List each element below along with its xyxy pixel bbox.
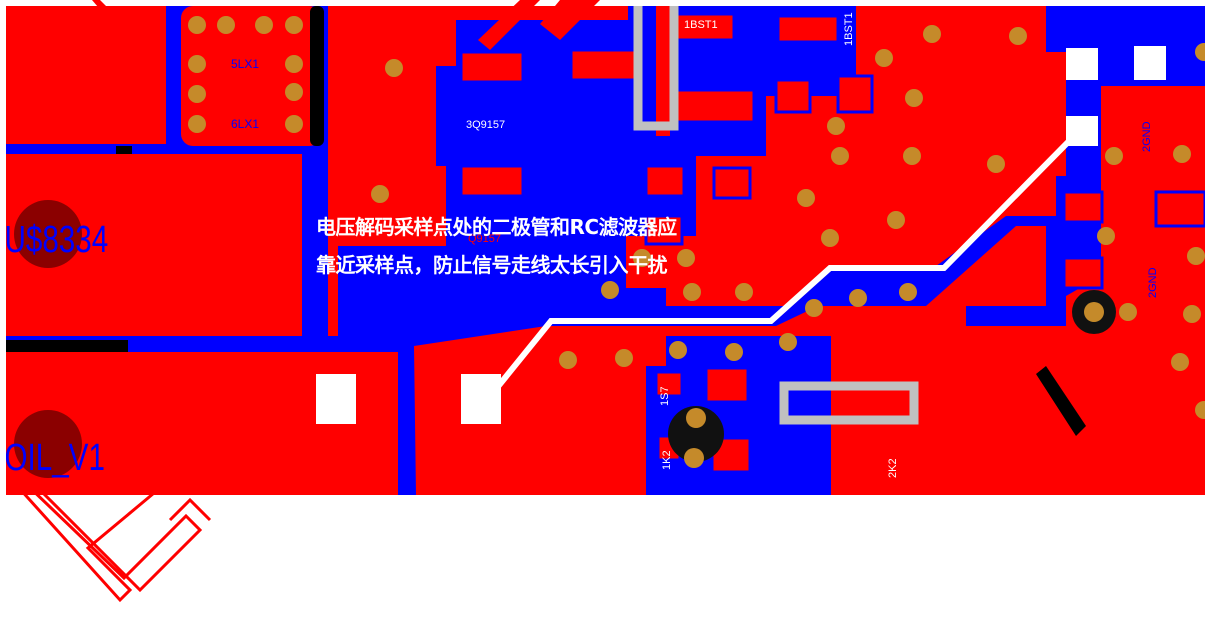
signal-trace bbox=[493, 129, 1081, 391]
label-ref-q2: Q9157 bbox=[468, 233, 501, 245]
label-2gnd-b: 2GND bbox=[1147, 267, 1159, 298]
label-2k2: 2K2 bbox=[887, 458, 899, 478]
watermark-stroke-1 bbox=[8, 476, 161, 603]
caption-line-1: 电压解码采样点处的二极管和RC滤波器应 bbox=[316, 215, 677, 239]
white-pads bbox=[316, 46, 1166, 424]
watermark-stroke-3 bbox=[168, 497, 212, 522]
label-lx5: 5LX1 bbox=[231, 57, 259, 71]
dark-strips bbox=[6, 6, 1086, 436]
label-2gnd: 2GND bbox=[1141, 121, 1153, 152]
label-lx6: 6LX1 bbox=[231, 117, 259, 131]
via-cluster bbox=[668, 290, 1116, 468]
label-1s7: 1S7 bbox=[659, 386, 671, 406]
caption-line-2: 靠近采样点，防止信号走线太长引入干扰 bbox=[316, 253, 667, 277]
label-u-left: U$8334 bbox=[6, 219, 108, 261]
label-1k2: 1K2 bbox=[661, 450, 673, 470]
component-outlines bbox=[633, 6, 919, 425]
annotation-caption: 电压解码采样点处的二极管和RC滤波器应 靠近采样点，防止信号走线太长引入干扰 bbox=[316, 208, 677, 284]
vias bbox=[188, 16, 1205, 419]
label-ref-q: 3Q9157 bbox=[466, 119, 505, 131]
component-pads bbox=[459, 12, 1205, 474]
label-bst-a: 1BST1 bbox=[684, 19, 718, 31]
label-bst-b: 1BST1 bbox=[843, 12, 855, 46]
large-vias bbox=[14, 200, 82, 478]
label-coil: OIL_V1 bbox=[6, 437, 105, 479]
